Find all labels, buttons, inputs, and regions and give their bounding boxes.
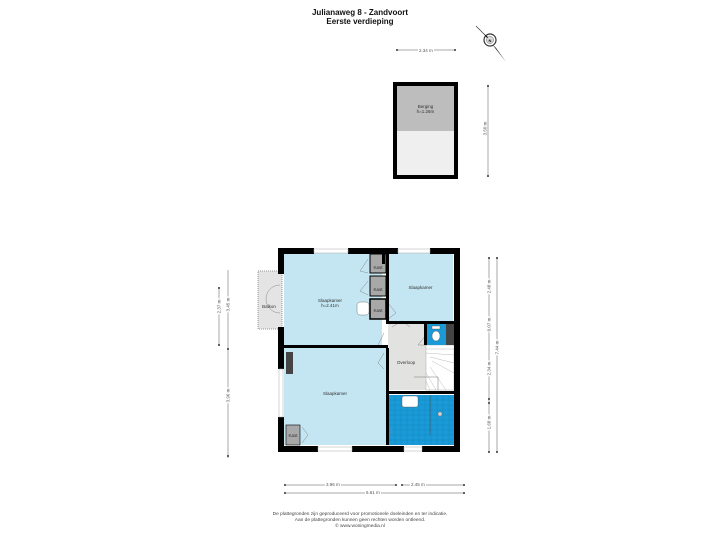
bedroom-bottom-area xyxy=(284,348,386,445)
bedroom-main-area xyxy=(284,252,382,348)
dim-left-bottom: 3.96 m xyxy=(225,387,231,404)
storage-low-area xyxy=(397,86,454,131)
room-label-bedroom-main: Slaapkamer h=2.41m xyxy=(317,298,342,308)
room-label-balcony: Balkon xyxy=(262,304,276,309)
dim-right-1: 2.48 m xyxy=(486,278,492,295)
dim-right-4: 1.68 m xyxy=(486,414,492,431)
svg-text:N: N xyxy=(489,38,492,43)
storage-width-label: 2.34 m xyxy=(418,48,434,53)
landing-area xyxy=(388,324,426,390)
dim-right-total: 7.44 m xyxy=(494,339,500,356)
bedroom-right-area xyxy=(388,252,453,324)
room-label-bedroom-bottom: Slaapkamer xyxy=(322,391,347,396)
dim-bottom-total: 6.61 m xyxy=(365,490,381,495)
stairs xyxy=(425,344,455,391)
dim-bottom-right: 2.45 m xyxy=(410,482,426,487)
compass-north-icon: N xyxy=(475,25,506,62)
closet-label-3: Kast xyxy=(373,308,383,313)
closet-label-2: Kast xyxy=(373,287,383,292)
dim-bottom-left: 3.96 m xyxy=(325,482,341,487)
dim-left-outer-top: 3.45 m xyxy=(225,296,231,313)
disclaimer-line-1: De plattegronden zijn geproduceerd voor … xyxy=(272,512,448,517)
disclaimer-line-2: Aan de plattegronden kunnen geen rechten… xyxy=(294,518,426,523)
dim-right-2: 0.07 m xyxy=(486,316,492,333)
room-label-bedroom-right: Slaapkamer xyxy=(408,285,433,290)
plan-title: Julianaweg 8 - Zandvoort Eerste verdiepi… xyxy=(0,8,720,26)
floor-plan xyxy=(257,248,460,452)
copyright-link[interactable]: © www.woningmedia.nl xyxy=(335,524,385,529)
storage-height-dimension xyxy=(487,85,489,177)
room-label-landing: Overloop xyxy=(396,360,416,365)
floor-subtitle: Eerste verdieping xyxy=(326,17,394,26)
closet-label-4: Kast xyxy=(288,433,298,438)
storage-height-label: 3.50 m xyxy=(482,120,488,137)
balcony xyxy=(257,270,283,330)
storage-label: Berging h=1.26m xyxy=(416,104,435,114)
closet-label-1: Kast xyxy=(373,265,383,270)
storage-room: Berging h=1.26m xyxy=(393,82,458,179)
disclaimer: De plattegronden zijn geproduceerd voor … xyxy=(0,512,720,530)
address-title: Julianaweg 8 - Zandvoort xyxy=(311,8,408,17)
dim-left-inner-top: 2.37 m xyxy=(216,298,222,315)
dim-right-3: 2.34 m xyxy=(486,360,492,377)
storage-high-area xyxy=(397,131,454,175)
